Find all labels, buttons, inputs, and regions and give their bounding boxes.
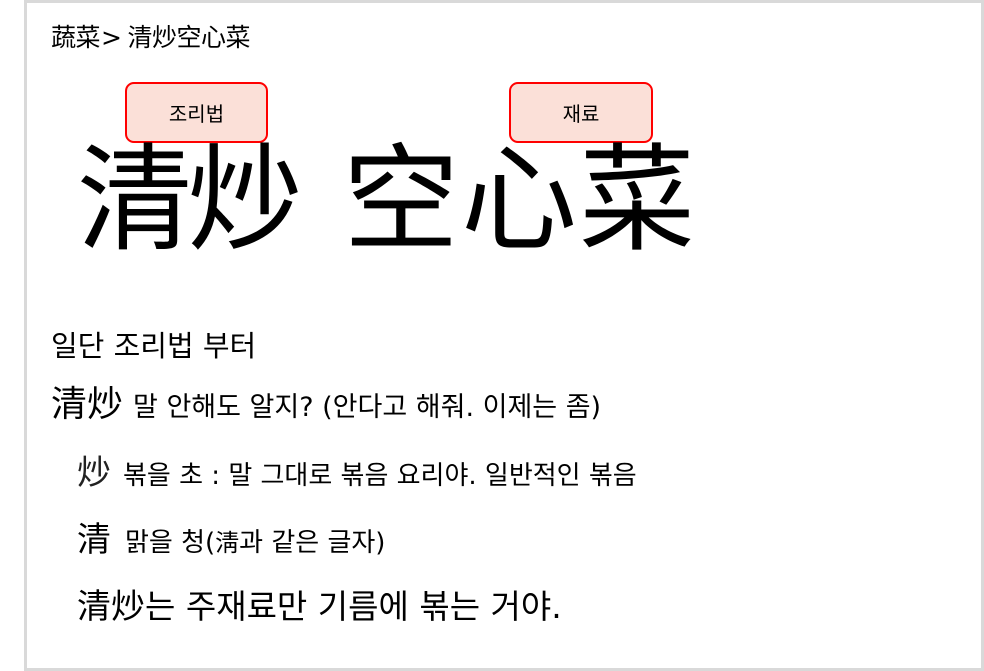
breadcrumb-separator: > <box>101 23 122 52</box>
breadcrumb-current: 清炒空心菜 <box>127 23 250 52</box>
explanation-text-before: 맑을 청( <box>125 528 216 558</box>
explanation-text: 말 안해도 알지? (안다고 해줘. 이제는 좀) <box>133 392 602 423</box>
recipe-tag-label: 조리법 <box>168 102 225 126</box>
breadcrumb-category[interactable]: 蔬菜 <box>51 23 101 52</box>
explanation-line-chao: 炒 볶을 초 : 말 그대로 볶음 요리야. 일반적인 볶음 <box>77 451 637 498</box>
explanation-line-qing: 清 맑을 청(淸과 같은 글자) <box>77 518 385 565</box>
title-cooking-method: 清炒 <box>77 133 303 268</box>
hanja-qingchao-summary: 清炒 <box>77 587 145 627</box>
explanation-text-after: 과 같은 글자) <box>239 528 386 558</box>
recipe-tag[interactable]: 조리법 <box>125 82 268 143</box>
hanja-qing: 清 <box>77 520 111 560</box>
ingredients-tag[interactable]: 재료 <box>509 82 653 143</box>
intro-text: 일단 조리법 부터 <box>51 329 257 363</box>
hanja-chao: 炒 <box>77 453 111 493</box>
summary-text: 는 주재료만 기름에 볶는 거야. <box>145 587 562 626</box>
title-dish-name: 空心菜 <box>343 133 697 268</box>
breadcrumb: 蔬菜>清炒空心菜 <box>51 21 250 55</box>
ingredients-tag-label: 재료 <box>562 102 600 126</box>
hanja-qingchao: 清炒 <box>51 384 124 425</box>
explanation-line-qingchao: 清炒 말 안해도 알지? (안다고 해줘. 이제는 좀) <box>51 383 601 430</box>
hanja-qing-variant: 淸 <box>215 529 240 557</box>
explanation-text: 볶을 초 : 말 그대로 볶음 요리야. 일반적인 볶음 <box>123 461 637 491</box>
page-title: 清炒空心菜 <box>77 131 697 271</box>
summary-line: 清炒는 주재료만 기름에 볶는 거야. <box>77 583 562 631</box>
